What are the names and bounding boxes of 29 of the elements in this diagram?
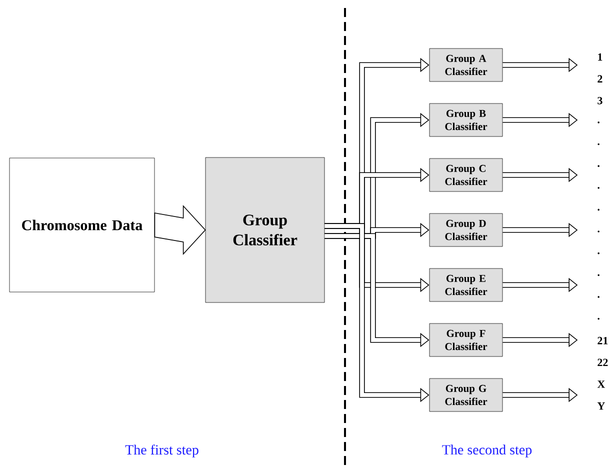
output-label: . xyxy=(598,143,600,146)
output-label: . xyxy=(598,186,600,189)
output-label: 21 xyxy=(598,336,608,344)
classifier-box: Group E Classifier xyxy=(429,268,503,302)
classifier-box: Group F Classifier xyxy=(429,323,503,357)
classifier-box: Group G Classifier xyxy=(429,378,503,412)
classifier-box: Group A Classifier xyxy=(429,48,503,82)
output-label: 2 xyxy=(598,75,602,82)
block-arrow xyxy=(154,204,206,256)
output-label: Y xyxy=(597,402,605,410)
output-label: . xyxy=(598,230,600,232)
classifier-box: Group B Classifier xyxy=(429,103,503,137)
output-label: . xyxy=(598,296,600,298)
output-label: 3 xyxy=(598,96,602,104)
output-label: . xyxy=(598,122,600,124)
step-caption: The first step xyxy=(125,444,198,458)
data-box: Chromosome Data xyxy=(9,158,155,292)
output-label: 1 xyxy=(598,53,602,61)
output-label: . xyxy=(598,274,600,276)
classifier-box: Group C Classifier xyxy=(429,158,503,192)
step-caption: The second step xyxy=(442,444,532,458)
output-label: 22 xyxy=(598,358,608,366)
output-label: . xyxy=(598,208,600,211)
output-label: . xyxy=(598,318,600,320)
output-label: . xyxy=(598,252,600,254)
classifier-box: Group D Classifier xyxy=(429,213,503,247)
output-label: . xyxy=(598,165,600,167)
output-label: X xyxy=(597,380,606,388)
classifier-box: Group Classifier xyxy=(205,157,325,303)
